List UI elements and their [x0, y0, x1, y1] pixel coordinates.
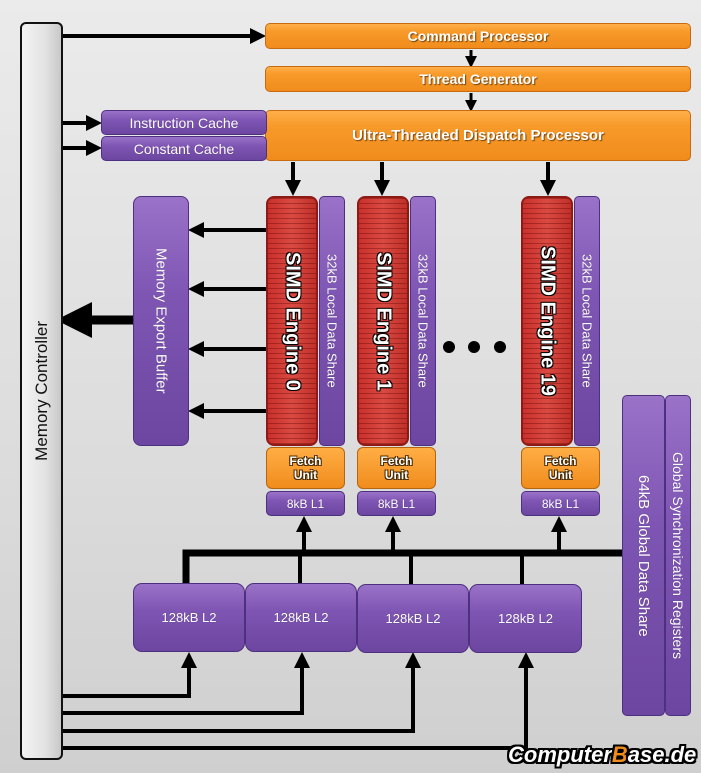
- arrow-mc-to-l2-4: [62, 652, 534, 750]
- l2-cache-3: 128kB L2: [357, 584, 469, 653]
- l1-cache-0: 8kB L1: [266, 491, 345, 516]
- l1-cache-1: 8kB L1: [357, 491, 436, 516]
- dispatch-processor-label: Ultra-Threaded Dispatch Processor: [352, 127, 604, 144]
- l1-cache-0-label: 8kB L1: [286, 496, 325, 511]
- dispatch-processor: Ultra-Threaded Dispatch Processor: [265, 110, 691, 161]
- simd-engine-1: SIMD Engine 1: [357, 196, 409, 446]
- instruction-cache: Instruction Cache: [101, 110, 267, 135]
- global-sync-registers: Global Synchronization Registers: [665, 395, 691, 716]
- memory-controller: Memory Controller: [20, 22, 63, 760]
- local-data-share-0: 32kB Local Data Share: [319, 196, 345, 446]
- simd-engine-0: SIMD Engine 0: [266, 196, 318, 446]
- local-data-share-1: 32kB Local Data Share: [410, 196, 436, 446]
- watermark-part1: Computer: [508, 742, 612, 767]
- global-sync-registers-label: Global Synchronization Registers: [670, 452, 686, 659]
- simd-engine-1-label: SIMD Engine 1: [372, 251, 395, 391]
- l2-cache-2-label: 128kB L2: [273, 610, 329, 625]
- l1-cache-19: 8kB L1: [521, 491, 600, 516]
- computerbase-watermark: ComputerBase.de: [508, 742, 696, 768]
- watermark-part2: B: [611, 742, 628, 767]
- l2-cache-2: 128kB L2: [245, 583, 357, 652]
- arrow-mc-to-l2-1: [62, 652, 197, 698]
- l2-l1-bus: [182, 549, 622, 586]
- l1-cache-19-label: 8kB L1: [541, 496, 580, 511]
- command-processor: Command Processor: [265, 23, 691, 49]
- local-data-share-19: 32kB Local Data Share: [574, 196, 600, 446]
- thread-generator-label: Thread Generator: [419, 71, 537, 87]
- global-data-share-label: 64kB Global Data Share: [635, 474, 652, 637]
- constant-cache: Constant Cache: [101, 136, 267, 161]
- instruction-cache-label: Instruction Cache: [129, 114, 239, 131]
- ellipsis-dots: [443, 341, 506, 353]
- l2-cache-1-label: 128kB L2: [161, 610, 217, 625]
- thread-generator: Thread Generator: [265, 66, 691, 92]
- watermark-part3: ase.de: [627, 742, 697, 767]
- local-data-share-19-label: 32kB Local Data Share: [579, 254, 595, 388]
- memory-export-buffer: Memory Export Buffer: [133, 196, 189, 446]
- arrow-mc-to-l2-3: [62, 652, 421, 733]
- l1-cache-1-label: 8kB L1: [377, 496, 416, 511]
- l2-cache-4: 128kB L2: [469, 584, 582, 653]
- simd-engine-19: SIMD Engine 19: [521, 196, 573, 446]
- simd-engine-19-label: SIMD Engine 19: [536, 245, 559, 397]
- local-data-share-0-label: 32kB Local Data Share: [324, 254, 340, 388]
- constant-cache-label: Constant Cache: [133, 140, 235, 157]
- command-processor-label: Command Processor: [407, 28, 549, 44]
- l2-cache-4-label: 128kB L2: [498, 611, 553, 626]
- local-data-share-1-label: 32kB Local Data Share: [415, 254, 431, 388]
- l2-cache-1: 128kB L2: [133, 583, 245, 652]
- arrow-mc-to-l2-2: [62, 652, 310, 715]
- simd-engine-0-label: SIMD Engine 0: [281, 251, 304, 391]
- memory-export-buffer-label: Memory Export Buffer: [152, 248, 170, 394]
- global-data-share: 64kB Global Data Share: [622, 395, 665, 716]
- l2-cache-3-label: 128kB L2: [385, 611, 441, 626]
- memory-controller-label: Memory Controller: [31, 321, 51, 461]
